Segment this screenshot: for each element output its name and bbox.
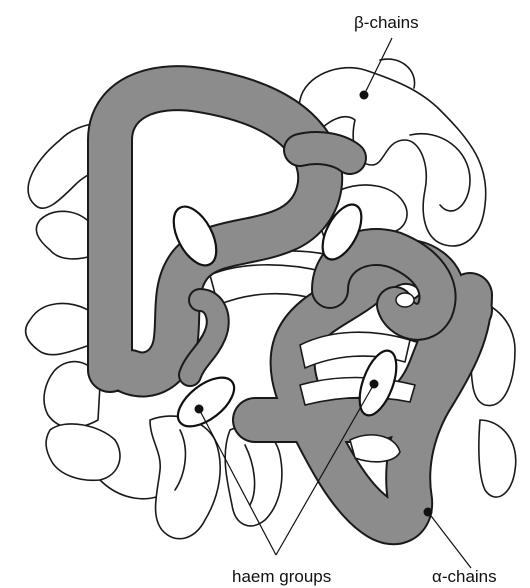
beta-chain-bottom bbox=[150, 416, 220, 539]
beta-chains-label: β-chains bbox=[354, 13, 419, 32]
haem-groups-label: haem groups bbox=[232, 567, 331, 586]
alpha-chains-label: α-chains bbox=[432, 567, 497, 586]
